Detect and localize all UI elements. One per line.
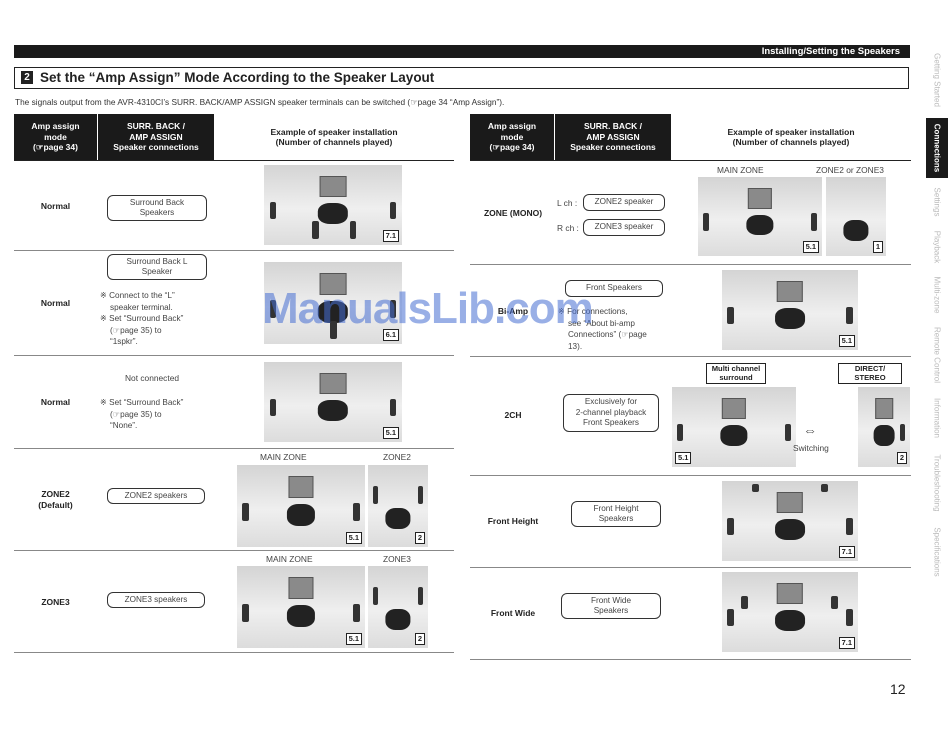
- right-row5-connection: Front Wide Speakers: [561, 593, 661, 619]
- right-row4-connection: Front Height Speakers: [571, 501, 661, 527]
- left-row3-connection: Not connected: [125, 373, 180, 383]
- right-row2-mode: Bi-Amp: [497, 306, 529, 316]
- left-row1-photo: 7.1: [264, 165, 402, 245]
- left-row4-mode: ZONE2 (Default): [38, 489, 73, 510]
- right-row4-badge: 7.1: [838, 546, 855, 558]
- intro-text: The signals output from the AVR-4310CI’s…: [15, 97, 505, 107]
- row-divider: [14, 250, 454, 251]
- page-number: 12: [890, 681, 906, 697]
- left-row1-badge: 7.1: [382, 230, 399, 242]
- row-divider: [470, 356, 911, 357]
- left-row1-connection: Surround Back Speakers: [107, 195, 207, 221]
- left-row3-note: ※ Set “Surround Back” (☞page 35) to “Non…: [100, 398, 184, 430]
- side-tab-settings[interactable]: Settings: [932, 187, 942, 217]
- right-row1-badge-zone: 1: [872, 241, 883, 253]
- left-row5-badge-zone: 2: [414, 633, 425, 645]
- right-row1-zone-label-zone: ZONE2 or ZONE3: [816, 165, 884, 175]
- side-tab-troubleshooting[interactable]: Troubleshooting: [932, 454, 942, 512]
- side-tab-playback[interactable]: Playback: [932, 230, 942, 264]
- right-row5-badge: 7.1: [838, 637, 855, 649]
- right-row4-mode: Front Height: [487, 516, 539, 526]
- side-tab-information[interactable]: Information: [932, 397, 942, 439]
- switch-arrow: ⇔: [803, 422, 817, 438]
- right-row5-mode: Front Wide: [490, 608, 536, 618]
- left-row4-zone-label-zone: ZONE2: [383, 452, 411, 462]
- side-tab-multi-zone[interactable]: Multi-zone: [932, 276, 942, 314]
- left-header-rule: [14, 160, 454, 161]
- row-divider: [470, 475, 911, 476]
- row-divider: [470, 567, 911, 568]
- right-row3-connection: Exclusively for 2-channel playback Front…: [563, 394, 659, 432]
- right-row1-mode: ZONE (MONO): [483, 208, 543, 218]
- left-row3-mode: Normal: [40, 397, 71, 407]
- left-row5-mode: ZONE3: [41, 597, 70, 607]
- right-row3-box-multi: Multi channel surround: [706, 363, 766, 384]
- row-divider: [14, 355, 454, 356]
- left-row1-mode: Normal: [40, 201, 71, 211]
- left-row2-photo: 6.1: [264, 262, 402, 344]
- right-row2-connection: Front Speakers: [565, 280, 663, 297]
- left-row2-mode: Normal: [40, 298, 71, 308]
- right-row3-photo-direct: 2: [858, 387, 910, 467]
- row-divider: [14, 448, 454, 449]
- left-row5-photo-zone: 2: [368, 566, 428, 648]
- left-row5-zone-label-zone: ZONE3: [383, 554, 411, 564]
- right-row2-note: ※ For connections, see “About bi-amp Con…: [558, 307, 647, 351]
- side-tab-remote-control[interactable]: Remote Control: [932, 326, 942, 384]
- left-row2-badge: 6.1: [382, 329, 399, 341]
- section-title: Set the “Amp Assign” Mode According to t…: [40, 70, 435, 85]
- right-row1-photo-zone: 1: [826, 177, 886, 256]
- row-divider: [470, 264, 911, 265]
- side-tab-connections[interactable]: Connections: [926, 118, 948, 178]
- left-row4-photo-main: 5.1: [237, 465, 365, 547]
- right-row1-rch-connection: ZONE3 speaker: [583, 219, 665, 236]
- right-row1-zone-label-main: MAIN ZONE: [717, 165, 764, 175]
- left-row2-connection: Surround Back L Speaker: [107, 254, 207, 280]
- left-row4-connection: ZONE2 speakers: [107, 488, 205, 504]
- right-row2-badge: 5.1: [838, 335, 855, 347]
- row-divider: [470, 659, 911, 660]
- right-row3-badge-multi: 5.1: [675, 452, 692, 464]
- left-row5-zone-label-main: MAIN ZONE: [266, 554, 313, 564]
- right-row3-box-direct: DIRECT/ STEREO: [838, 363, 902, 384]
- switch-label: Switching: [793, 443, 829, 453]
- right-header-rule: [470, 160, 911, 161]
- right-row1-photo-main: 5.1: [698, 177, 822, 256]
- right-row1-lch-connection: ZONE2 speaker: [583, 194, 665, 211]
- left-row5-photo-main: 5.1: [237, 566, 365, 648]
- left-row5-connection: ZONE3 speakers: [107, 592, 205, 608]
- watermark: ManualsLib.com: [262, 284, 594, 333]
- left-row5-badge-main: 5.1: [345, 633, 362, 645]
- right-row3-badge-direct: 2: [896, 452, 907, 464]
- side-tab-getting-started[interactable]: Getting Started: [932, 53, 942, 107]
- right-row2-photo: 5.1: [722, 270, 858, 350]
- left-row4-badge-main: 5.1: [345, 532, 362, 544]
- right-header-example: Example of speaker installation(Number o…: [727, 126, 855, 148]
- left-header-example: Example of speaker installation(Number o…: [270, 126, 398, 148]
- right-row1-badge-main: 5.1: [802, 241, 819, 253]
- section-number: 2: [21, 71, 33, 84]
- right-row5-photo: 7.1: [722, 572, 858, 652]
- section-title-box: 2 Set the “Amp Assign” Mode According to…: [14, 67, 909, 89]
- right-row4-photo: 7.1: [722, 481, 858, 561]
- right-row1-rch-label: R ch :: [557, 223, 579, 233]
- side-tab-specifications[interactable]: Specifications: [932, 527, 942, 577]
- right-row1-lch-label: L ch :: [557, 198, 578, 208]
- right-row3-photo-multi: 5.1: [672, 387, 796, 467]
- row-divider: [14, 652, 454, 653]
- left-row4-zone-label-main: MAIN ZONE: [260, 452, 307, 462]
- left-row2-note: ※ Connect to the “L” speaker terminal. ※…: [100, 291, 184, 346]
- row-divider: [14, 550, 454, 551]
- header-band: Installing/Setting the Speakers: [14, 45, 910, 58]
- left-row4-photo-zone: 2: [368, 465, 428, 547]
- header-band-text: Installing/Setting the Speakers: [761, 46, 900, 57]
- left-row3-badge: 5.1: [382, 427, 399, 439]
- left-row4-badge-zone: 2: [414, 532, 425, 544]
- left-row3-photo: 5.1: [264, 362, 402, 442]
- right-row3-mode: 2CH: [504, 410, 522, 420]
